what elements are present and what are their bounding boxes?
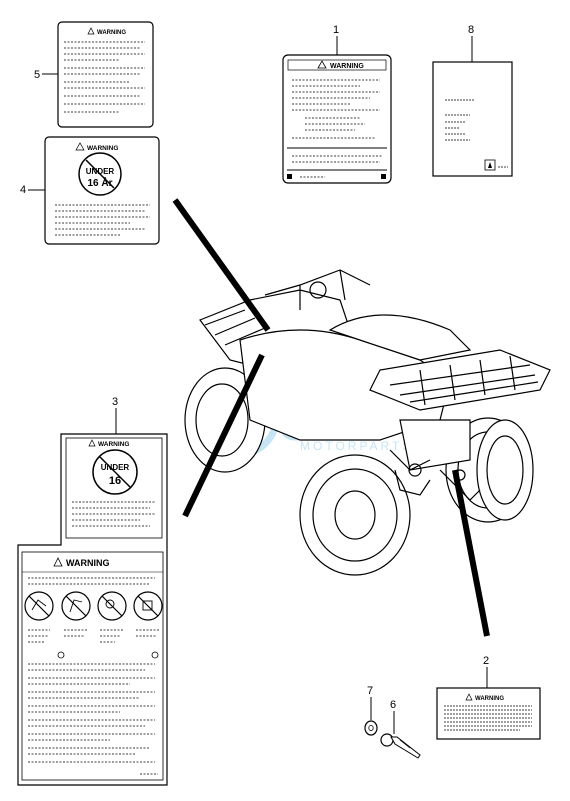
label-4[interactable]: 4 WARNING UNDER 16 År	[20, 136, 160, 245]
label-1[interactable]: 1 WARNING	[282, 24, 392, 184]
label-3-under: UNDER	[101, 463, 130, 472]
label-5-warning: WARNING	[97, 30, 126, 36]
label-2-warning: WARNING	[475, 696, 504, 702]
atv-illustration	[184, 269, 551, 576]
label-4-age: 16 År	[87, 176, 112, 189]
label-3-warning-top: WARNING	[98, 441, 129, 448]
label-3-age: 16	[109, 475, 121, 487]
part-6-pin[interactable]: 6	[380, 699, 421, 759]
watermark-sub: MOTORPARTS	[300, 439, 413, 453]
callout-7: 7	[367, 685, 373, 697]
label-3[interactable]: 3 WARNING UNDER 16 WARNING	[17, 396, 168, 786]
leader-lines	[172, 198, 490, 637]
label-5[interactable]: 5 WARNING	[34, 21, 154, 128]
label-8-manual[interactable]: 8	[432, 24, 513, 177]
label-4-under: UNDER	[86, 167, 115, 176]
callout-2: 2	[483, 655, 489, 667]
label-2[interactable]: 2 WARNING	[436, 655, 541, 740]
callout-4: 4	[20, 184, 26, 196]
label-3-warning-main: WARNING	[66, 558, 110, 568]
callout-1: 1	[333, 24, 339, 36]
label-4-warning: WARNING	[87, 145, 118, 152]
callout-6: 6	[390, 699, 396, 711]
callout-5: 5	[34, 69, 40, 81]
callout-8: 8	[468, 24, 474, 36]
callout-3: 3	[112, 396, 118, 408]
prohibition-icons	[24, 591, 163, 621]
label-1-warning: WARNING	[330, 63, 364, 70]
part-7-washer[interactable]: 7	[364, 685, 378, 736]
